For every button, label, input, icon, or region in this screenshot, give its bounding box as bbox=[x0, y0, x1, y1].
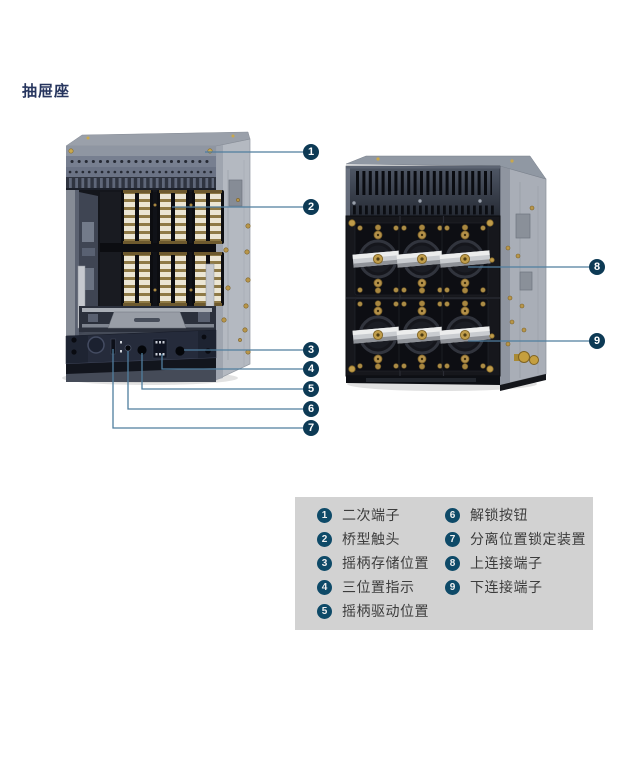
callout-marker-2: 2 bbox=[303, 199, 319, 215]
page-title: 抽屉座 bbox=[22, 83, 71, 100]
legend-item: 5 摇柄驱动位置 bbox=[317, 599, 429, 623]
callout-marker-7: 7 bbox=[303, 420, 319, 436]
legend-item: 7 分离位置锁定装置 bbox=[445, 527, 586, 551]
callout-marker-9: 9 bbox=[589, 333, 605, 349]
legend-item-number: 9 bbox=[445, 579, 460, 595]
legend-item: 4 三位置指示 bbox=[317, 575, 429, 599]
legend-item: 8 上连接端子 bbox=[445, 551, 586, 575]
legend-item: 3 摇柄存储位置 bbox=[317, 551, 429, 575]
legend-item-label: 下连接端子 bbox=[470, 579, 543, 595]
legend-item-number: 2 bbox=[317, 531, 332, 547]
legend-column-right: 6 解锁按钮 7 分离位置锁定装置 8 上连接端子 9 下连接端子 bbox=[445, 503, 586, 599]
legend-item-label: 摇柄存储位置 bbox=[342, 555, 429, 571]
cradle-front-photo bbox=[62, 131, 251, 385]
legend-item-number: 5 bbox=[317, 603, 332, 619]
legend-item-label: 分离位置锁定装置 bbox=[470, 531, 586, 547]
legend-item-number: 7 bbox=[445, 531, 460, 547]
callout-marker-3: 3 bbox=[303, 342, 319, 358]
legend-item-label: 桥型触头 bbox=[342, 531, 400, 547]
cradle-rear-photo bbox=[345, 155, 547, 391]
legend-item-label: 三位置指示 bbox=[342, 579, 415, 595]
legend-column-left: 1 二次端子 2 桥型触头 3 摇柄存储位置 4 三位置指示 5 摇柄驱动位置 bbox=[317, 503, 429, 623]
legend-item-label: 上连接端子 bbox=[470, 555, 543, 571]
legend-item: 1 二次端子 bbox=[317, 503, 429, 527]
legend-item-number: 3 bbox=[317, 555, 332, 571]
legend-item-number: 6 bbox=[445, 507, 460, 523]
callout-marker-5: 5 bbox=[303, 381, 319, 397]
legend-item: 9 下连接端子 bbox=[445, 575, 586, 599]
legend-item-label: 解锁按钮 bbox=[470, 507, 528, 523]
legend-item-label: 二次端子 bbox=[342, 507, 400, 523]
legend-item-label: 摇柄驱动位置 bbox=[342, 603, 429, 619]
legend-item-number: 1 bbox=[317, 507, 332, 523]
callout-marker-4: 4 bbox=[303, 361, 319, 377]
callout-marker-1: 1 bbox=[303, 144, 319, 160]
legend-panel: 1 二次端子 2 桥型触头 3 摇柄存储位置 4 三位置指示 5 摇柄驱动位置 bbox=[295, 497, 593, 630]
callout-marker-8: 8 bbox=[589, 259, 605, 275]
callout-marker-6: 6 bbox=[303, 401, 319, 417]
legend-item: 6 解锁按钮 bbox=[445, 503, 586, 527]
legend-item-number: 4 bbox=[317, 579, 332, 595]
legend-item: 2 桥型触头 bbox=[317, 527, 429, 551]
legend-item-number: 8 bbox=[445, 555, 460, 571]
